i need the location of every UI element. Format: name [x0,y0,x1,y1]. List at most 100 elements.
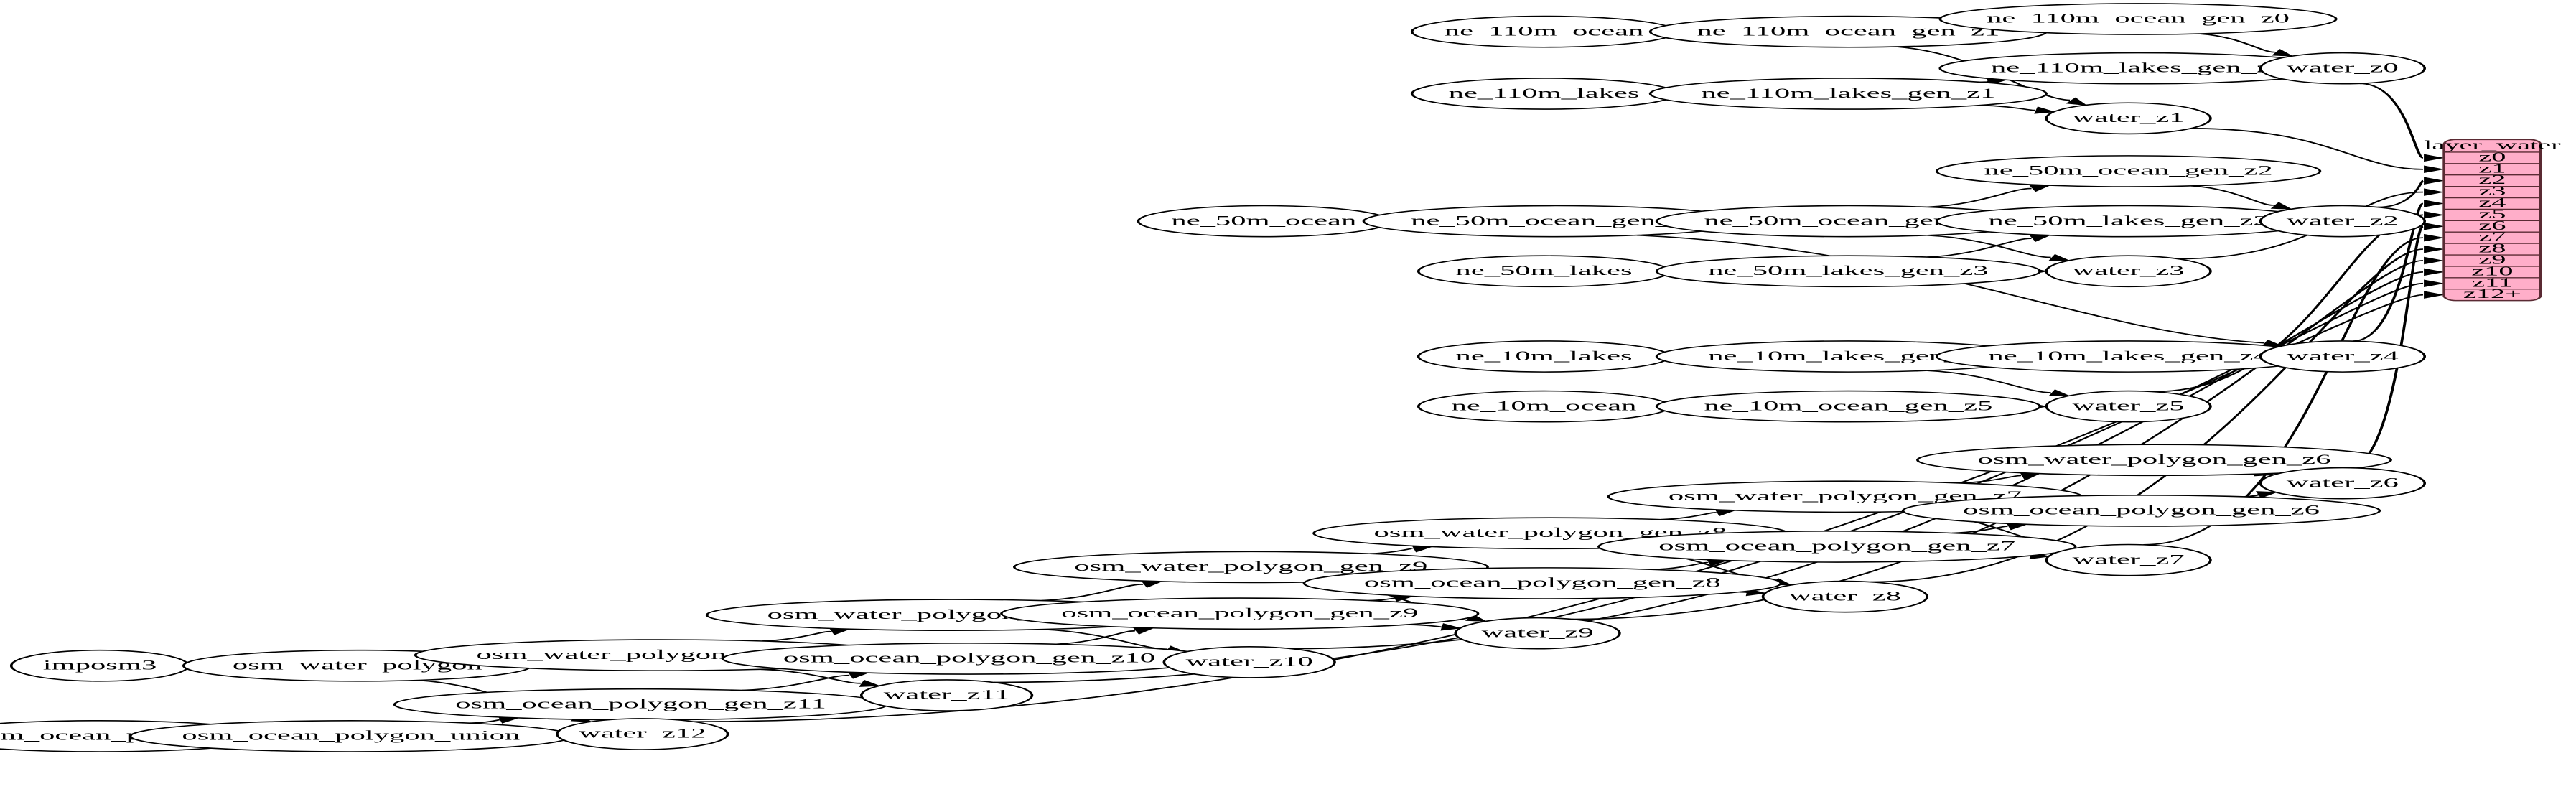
node-shape [2259,467,2426,500]
node-shape [2045,255,2212,288]
arrow-head-icon [2424,177,2445,185]
arrow-head-icon [1132,627,1155,635]
graph-node-water_z3[interactable]: water_z3 [2045,255,2212,288]
graph-node-ne_50m_ocean[interactable]: ne_50m_ocean [1137,205,1391,238]
graph-node-water_z10[interactable]: water_z10 [1162,646,1336,678]
graph-edge-osm_ocean_polygon_gen_z9-to-water_z9 [1406,624,1444,628]
graph-edge-osm_water_polygon_gen_z9-to-osm_water_polygon_gen_z8 [1369,548,1415,555]
arrow-head-icon [2424,233,2445,242]
node-shape [1938,3,2338,35]
arrow-head-icon [2029,235,2052,242]
arrow-head-icon [2424,200,2445,207]
node-shape [722,643,1217,675]
graph-node-water_z9[interactable]: water_z9 [1454,617,1621,650]
graph-edge-water_z2-to-layer_water-z2 [2377,179,2425,208]
graph-node-water_z12[interactable]: water_z12 [556,718,729,750]
graph-edge-water_z8-to-layer_water-z8 [1870,248,2424,583]
arrow-head-icon [2424,154,2445,162]
graph-node-water_z6[interactable]: water_z6 [2259,467,2426,500]
graph-node-osm_ocean_polygon_gen_z11[interactable]: osm_ocean_polygon_gen_z11 [393,688,889,721]
node-shape [1655,390,2042,423]
node-shape [1597,531,2077,563]
graph-edge-ne_50m_ocean_gen_z2-to-water_z2 [2190,185,2274,206]
graph-edge-ne_50m_lakes_gen_z3-to-ne_50m_lakes_gen_z2 [1927,238,2032,258]
arrow-head-icon [2066,97,2088,106]
arrow-head-icon [2034,106,2056,114]
node-shape [859,679,1034,711]
node-shape [1410,78,1678,110]
graph-node-water_z8[interactable]: water_z8 [1761,580,1929,613]
node-shape [2259,205,2426,238]
graph-node-osm_ocean_polygon_gen_z9[interactable]: osm_ocean_polygon_gen_z9 [1000,597,1480,630]
graph-node-ne_110m_lakes[interactable]: ne_110m_lakes [1410,78,1678,110]
arrow-head-icon [2424,256,2445,265]
graph-node-osm_ocean_polygon_union[interactable]: osm_ocean_polygon_union [129,720,573,752]
graph-node-ne_50m_lakes[interactable]: ne_50m_lakes [1417,255,1671,288]
node-shape [556,718,729,750]
arrow-head-icon [2424,211,2445,219]
graph-node-osm_ocean_polygon_gen_z10[interactable]: osm_ocean_polygon_gen_z10 [722,643,1217,675]
graph-edge-osm_water_polygon_gen_z8-to-osm_water_polygon_gen_z7 [1660,512,1717,520]
graph-edge-osm_ocean_polygon_gen_z10-to-osm_ocean_polygon_gen_z9 [1055,630,1136,645]
arrow-head-icon [2424,279,2445,288]
graph-node-ne_50m_ocean_gen_z2[interactable]: ne_50m_ocean_gen_z2 [1935,155,2322,187]
graph-edge-ne_10m_lakes_gen_z5-to-water_z5 [1927,370,2051,393]
graph-edge-osm_water_polygon_gen_z11-to-osm_water_polygon_gen_z10 [762,630,831,642]
node-shape [9,649,190,682]
node-shape [393,688,889,721]
graph-node-osm_ocean_polygon_gen_z8[interactable]: osm_ocean_polygon_gen_z8 [1302,567,1782,599]
graph-edge-water_z11-to-layer_water-z11 [994,282,2424,683]
graph-node-ne_110m_ocean[interactable]: ne_110m_ocean [1410,15,1678,48]
graph-node-water_z0[interactable]: water_z0 [2259,52,2426,85]
arrow-head-icon [2424,245,2445,253]
arrow-head-icon [2424,291,2445,299]
graph-node-ne_110m_ocean_gen_z0[interactable]: ne_110m_ocean_gen_z0 [1938,3,2338,35]
arrow-head-icon [859,679,882,687]
graph-node-water_z5[interactable]: water_z5 [2045,390,2212,423]
node-shape [1916,444,2392,477]
graph-node-osm_ocean_polygon_gen_z6[interactable]: osm_ocean_polygon_gen_z6 [1901,495,2381,527]
graph-edge-ne_50m_ocean_gen_z3-to-ne_50m_ocean_gen_z2 [1927,187,2032,208]
node-shape [1648,78,2048,110]
node-shape [1454,617,1621,650]
graph-node-imposm3[interactable]: imposm3 [9,649,190,682]
graph-node-water_z7[interactable]: water_z7 [2045,543,2212,576]
graph-edge-ne_110m_lakes_gen_z1-to-water_z1 [1979,104,2036,111]
graph-node-ne_10m_lakes[interactable]: ne_10m_lakes [1417,340,1671,373]
graph-node-ne_10m_ocean[interactable]: ne_10m_ocean [1417,390,1671,423]
layer-water-table: layer_waterz0z1z2z3z4z5z6z7z8z9z10z11z12… [2424,138,2561,302]
arrow-head-icon [1440,623,1462,631]
graph-edge-osm_water_polygon_gen_z10-to-osm_water_polygon_gen_z9 [1041,584,1144,602]
arrow-head-icon [2048,253,2071,261]
nodes-layer: imposm3osm_water_polygonosm_ocean_polygo… [0,3,2426,752]
node-shape [1417,255,1671,288]
graph-edge-water_z7-to-layer_water-z7 [2143,237,2424,546]
node-shape [1000,597,1480,630]
graph-edge-ne_50m_ocean_gen_z4-to-water_z4 [1636,234,2264,344]
graph-node-water_z1[interactable]: water_z1 [2045,102,2212,135]
node-shape [1901,495,2381,527]
node-shape [1302,567,1782,599]
arrow-head-icon [2270,202,2293,210]
arrow-head-icon [2271,49,2294,57]
arrow-head-icon [2424,188,2445,196]
graph-node-ne_50m_lakes_gen_z3[interactable]: ne_50m_lakes_gen_z3 [1655,255,2042,288]
graph-edge-osm_water_polygon_gen_z7-to-osm_water_polygon_gen_z6 [1959,475,2022,484]
graph-edge-osm_water_polygon_gen_z11-to-water_z11 [760,668,862,684]
graph-node-water_z4[interactable]: water_z4 [2259,340,2426,373]
arrow-head-icon [2424,165,2445,174]
graph-edge-osm_ocean_polygon_gen_z7-to-osm_ocean_polygon_gen_z6 [1951,526,2009,534]
graph-node-ne_10m_ocean_gen_z5[interactable]: ne_10m_ocean_gen_z5 [1655,390,2042,423]
node-shape [2045,390,2212,423]
graph-node-water_z11[interactable]: water_z11 [859,679,1034,711]
arrow-head-icon [2029,185,2052,192]
graph-node-water_z2[interactable]: water_z2 [2259,205,2426,238]
arrow-head-icon [2255,491,2278,499]
arrow-head-icon [2424,268,2445,276]
graph-node-ne_110m_lakes_gen_z1[interactable]: ne_110m_lakes_gen_z1 [1648,78,2048,110]
node-shape [1410,15,1678,48]
graph-node-osm_ocean_polygon_gen_z7[interactable]: osm_ocean_polygon_gen_z7 [1597,531,2077,563]
graph-edge-ne_50m_ocean_gen_z3-to-water_z3 [1927,234,2051,258]
